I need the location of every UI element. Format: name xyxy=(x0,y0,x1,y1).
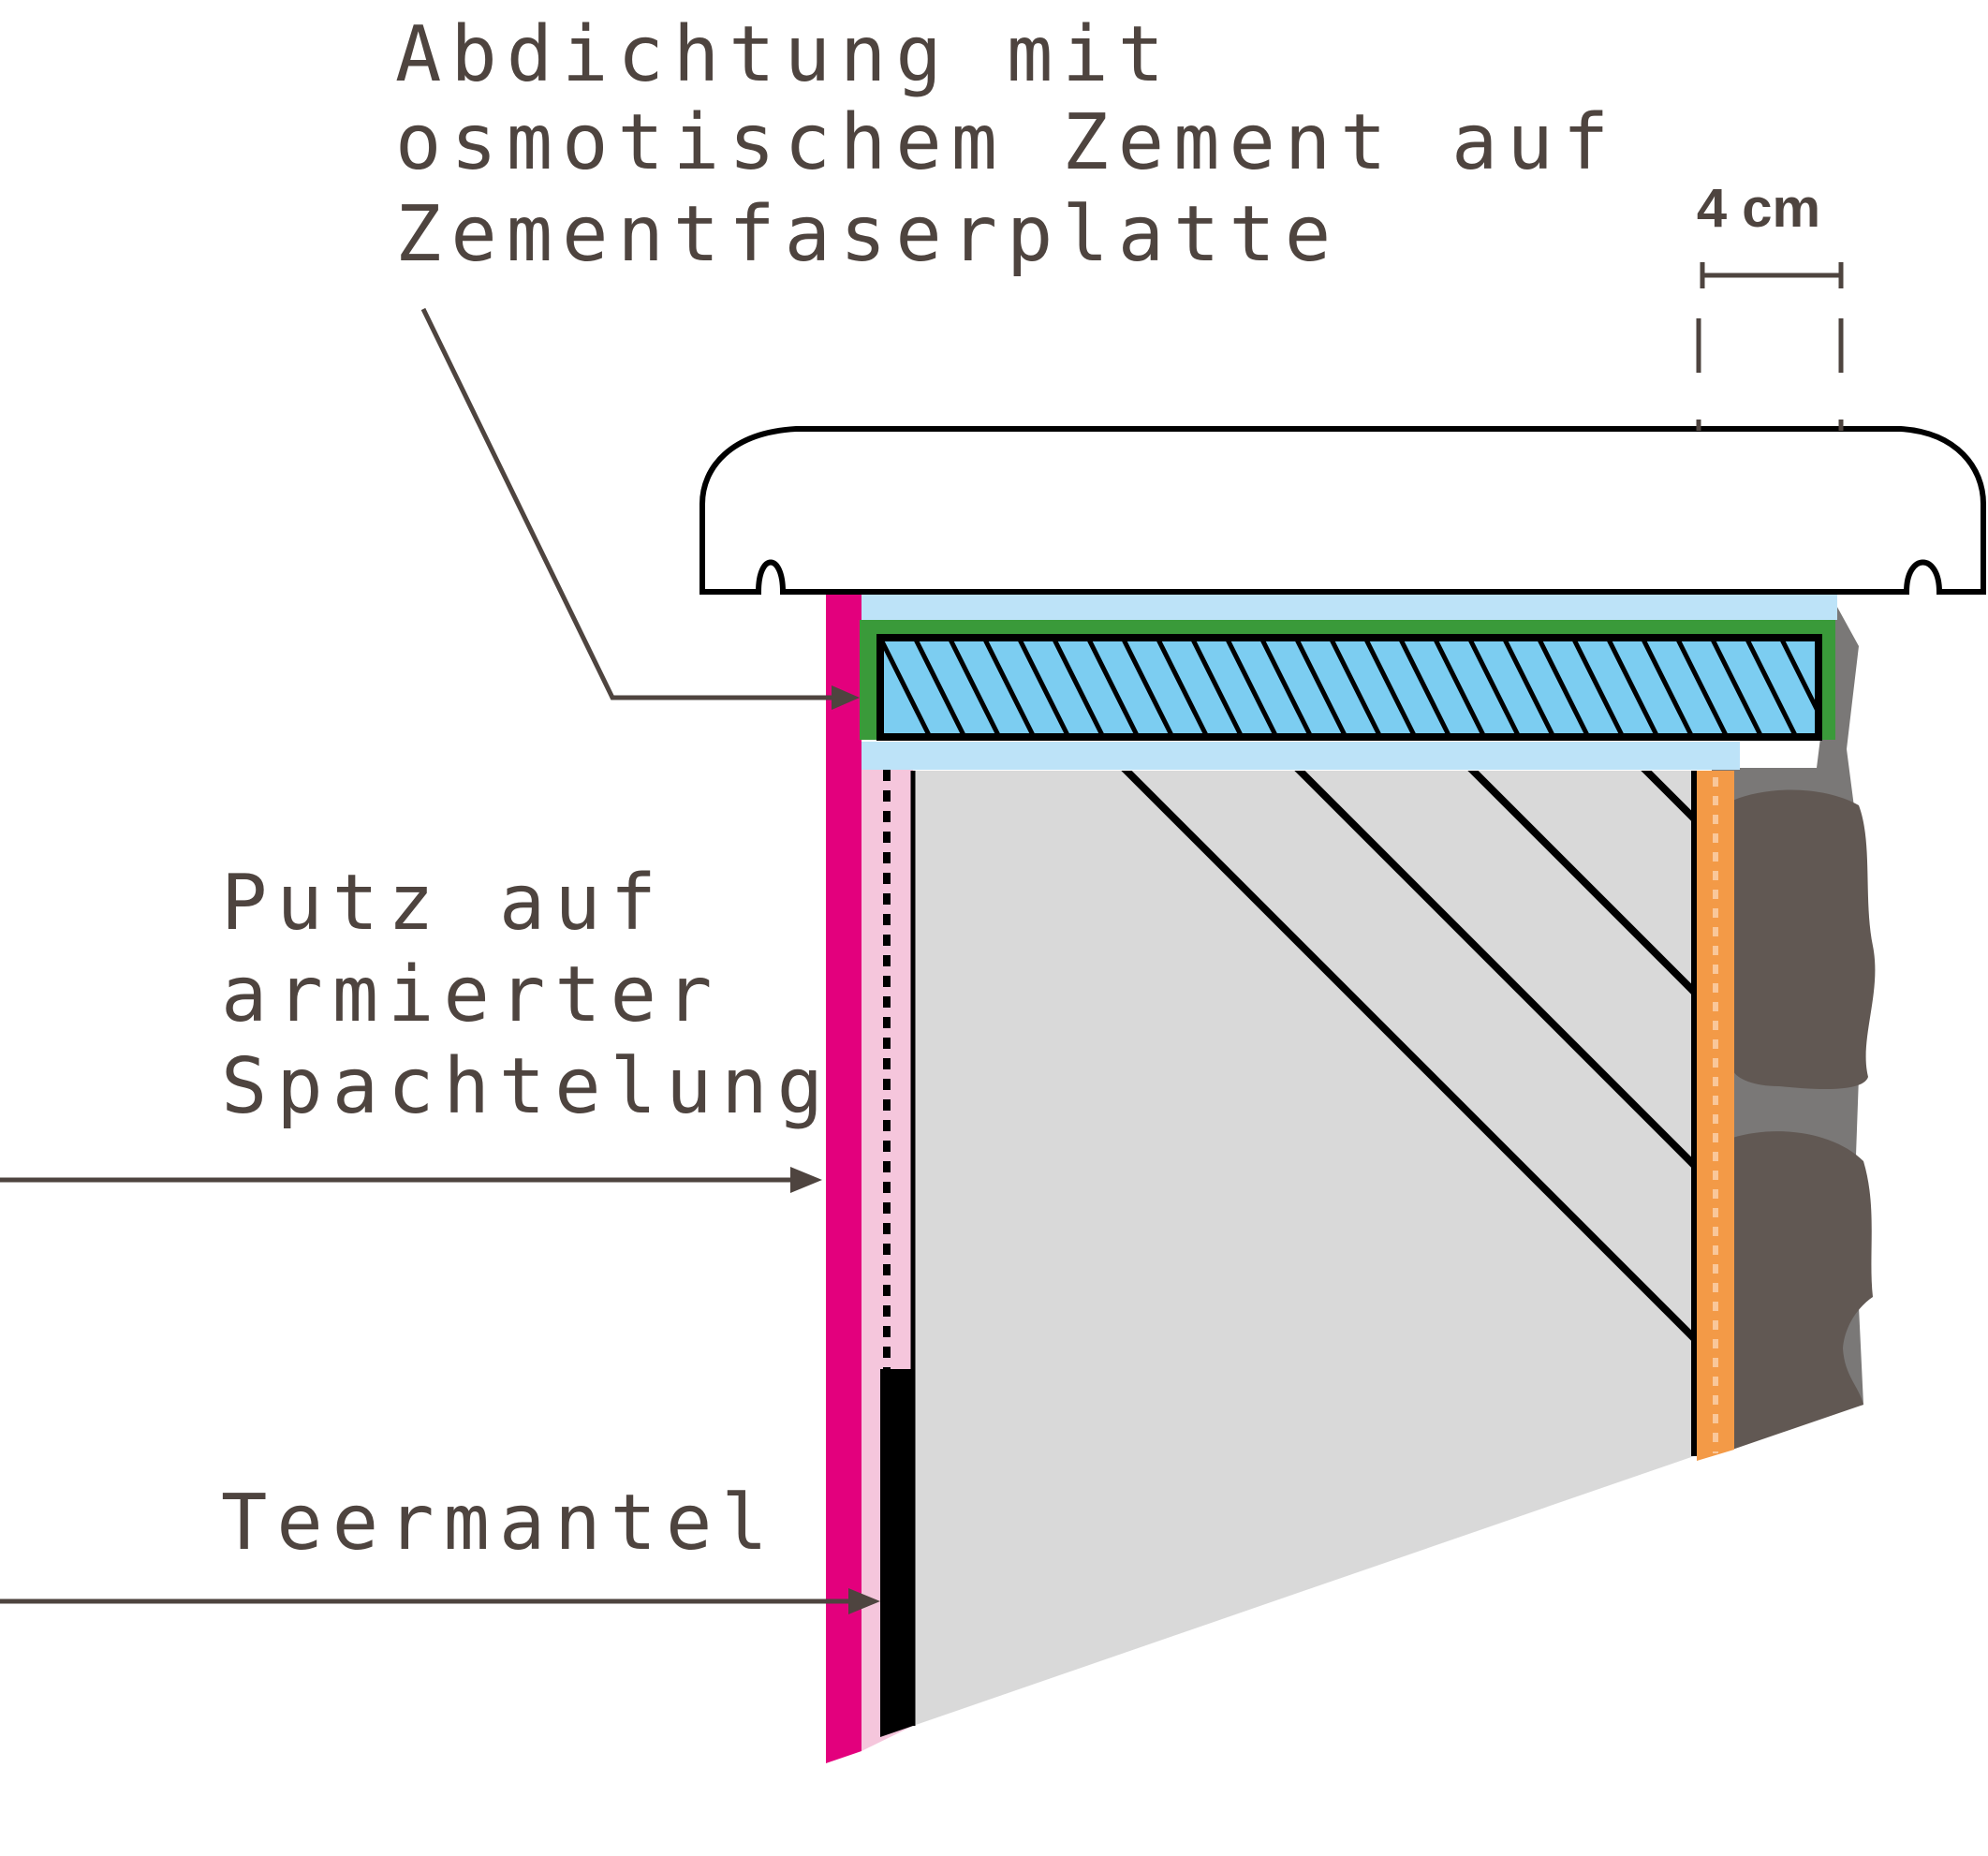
board-hatch-line xyxy=(1709,638,1764,737)
board-hatch-line xyxy=(1085,638,1141,737)
board-hatch-line xyxy=(1536,638,1591,737)
concrete-hatch-line xyxy=(913,771,1694,1341)
board-hatch-line xyxy=(1501,638,1556,737)
board-hatch-line xyxy=(1674,638,1730,737)
concrete-wall-block xyxy=(913,771,1694,1726)
label-putz: Putz auf armierter Spachtelung xyxy=(221,859,832,1131)
board-hatch-line xyxy=(1432,638,1487,737)
board-hatch-line xyxy=(1778,638,1819,718)
natural-stone-masonry xyxy=(1712,590,1876,1450)
stone-lower xyxy=(1732,1131,1873,1450)
stone-upper xyxy=(1732,789,1876,1089)
board-hatch-line xyxy=(1051,638,1106,737)
board-hatch-line xyxy=(981,638,1037,737)
leader-abdichtung xyxy=(420,307,838,700)
dimension-marker xyxy=(1696,262,1844,431)
board-hatch-line xyxy=(1570,638,1626,737)
board-hatch-line xyxy=(1397,638,1452,737)
arrow-abdichtung xyxy=(832,685,860,710)
board-hatch-line xyxy=(912,638,967,737)
board-hatch-line xyxy=(1640,638,1695,737)
board-hatch-line xyxy=(1016,638,1071,737)
light-blue-layer-top xyxy=(861,592,1837,620)
arrow-teermantel xyxy=(848,1588,880,1614)
tar-coat xyxy=(880,1369,913,1737)
light-blue-layer-bottom xyxy=(861,742,1740,770)
cement-fiber-board xyxy=(880,638,1819,737)
concrete-hatching xyxy=(913,771,1694,1341)
concrete-hatch-line xyxy=(913,771,1694,1168)
arrow-putz xyxy=(790,1167,822,1193)
board-hatch-line xyxy=(1293,638,1348,737)
label-teermantel: Teermantel xyxy=(221,1479,777,1568)
board-hatch-line xyxy=(1362,638,1418,737)
board-hatch-line xyxy=(1466,638,1522,737)
dimension-label: 4 cm xyxy=(1697,178,1820,239)
board-hatch-line xyxy=(1120,638,1175,737)
board-hatch-line xyxy=(880,638,933,737)
board-hatch-line xyxy=(1328,638,1383,737)
board-hatch-line xyxy=(1155,638,1210,737)
board-hatch-line xyxy=(1189,638,1244,737)
board-hatch-line xyxy=(1259,638,1314,737)
board-hatch-line xyxy=(1224,638,1279,737)
board-hatch-line xyxy=(947,638,1002,737)
board-hatching xyxy=(880,638,1819,737)
board-hatch-line xyxy=(1605,638,1660,737)
coping-stone xyxy=(699,426,1986,595)
concrete-hatch-line xyxy=(913,771,1694,994)
label-abdichtung: Abdichtung mit osmotischem Zement auf Ze… xyxy=(395,10,1673,279)
plaster-layer xyxy=(826,592,861,1763)
board-hatch-line xyxy=(1744,638,1799,737)
